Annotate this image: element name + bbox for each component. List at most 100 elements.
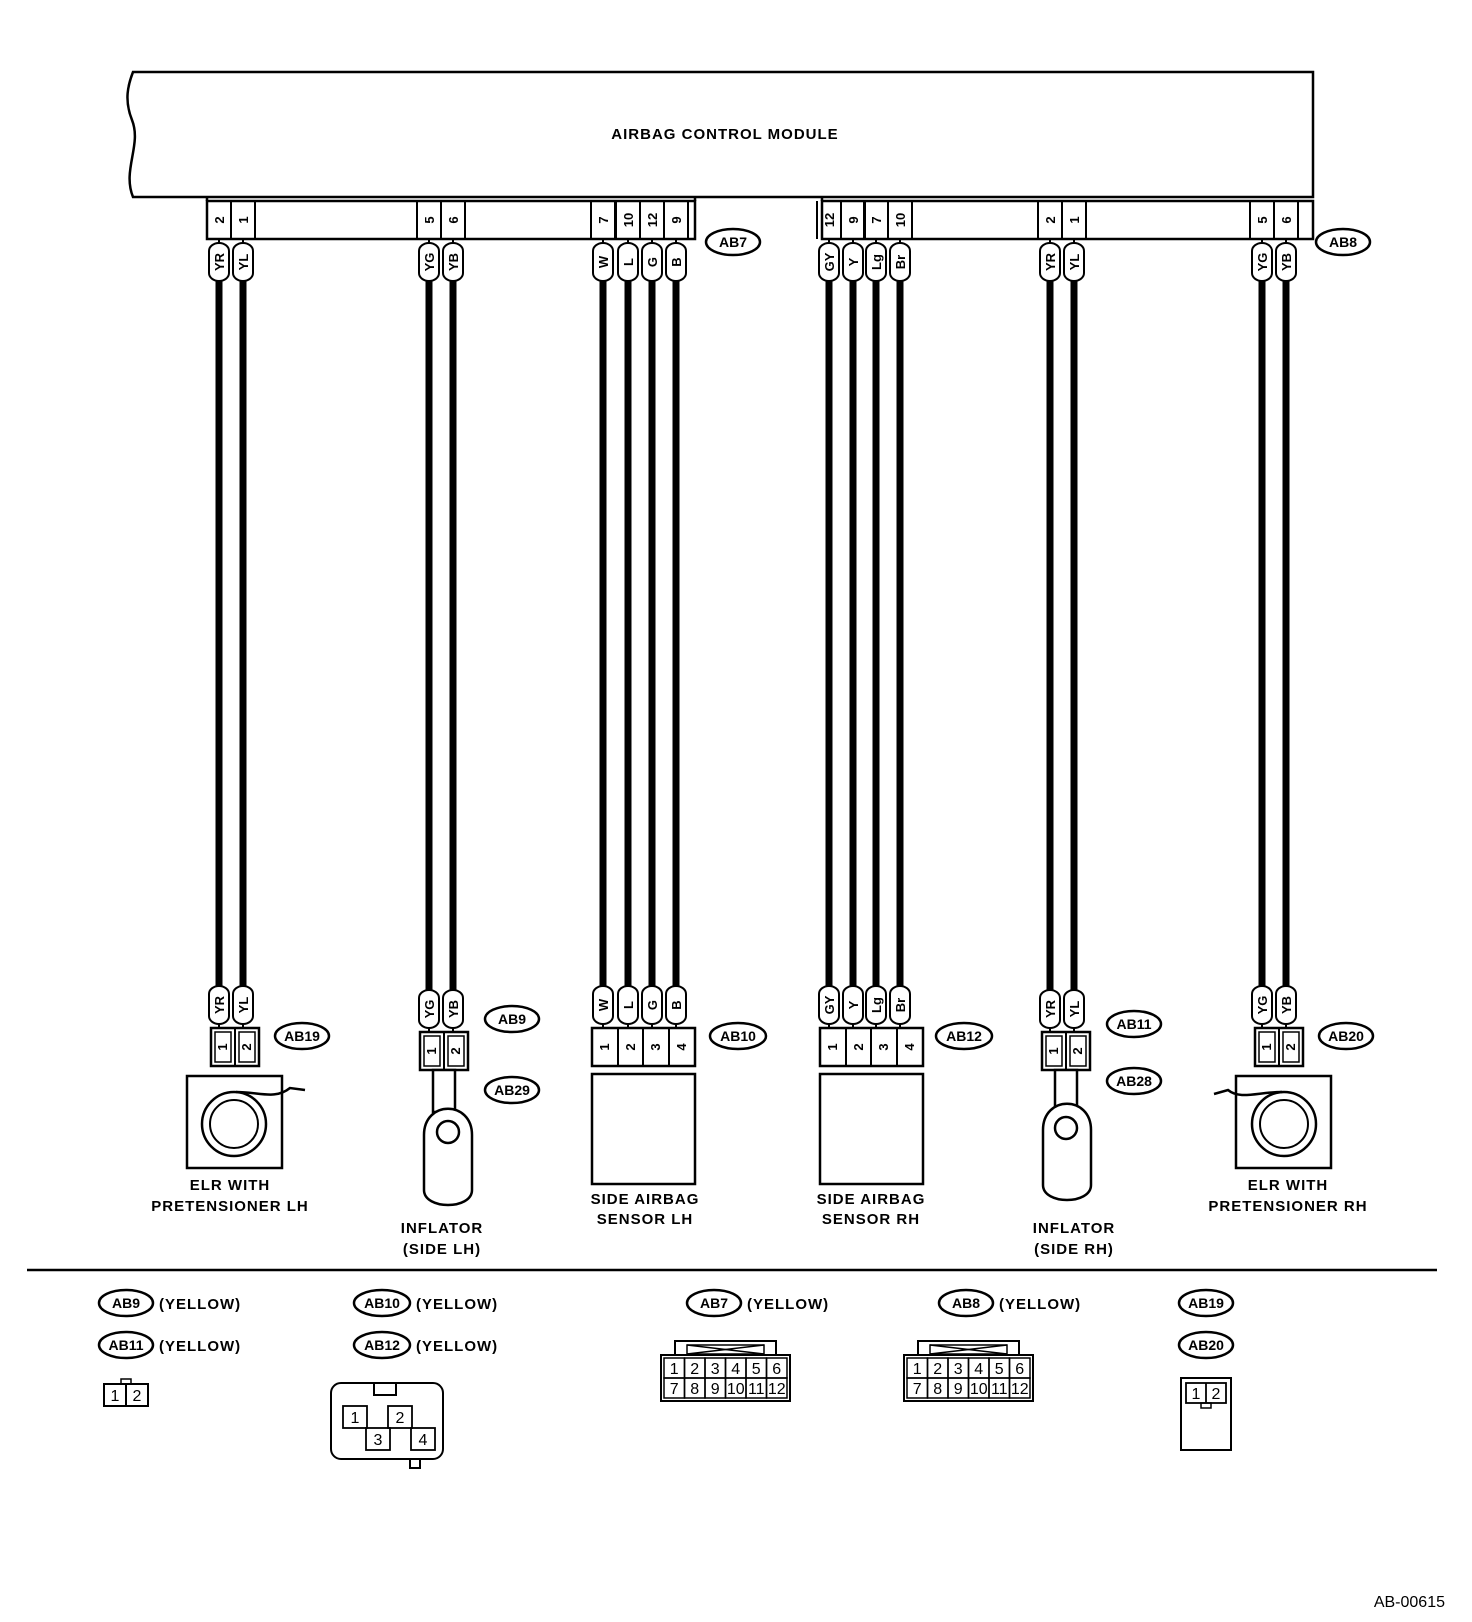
wire-4-yl-code-top: YL [1067,254,1082,271]
module-pin-ab8-10: 10 [893,213,908,227]
legend-ab8-id: AB8 [952,1295,980,1311]
legend-ab9-color: (YELLOW) [159,1296,241,1313]
connector-strip-ab8 [820,197,1315,241]
legend-face-ab7-pin-3: 3 [711,1361,720,1378]
connector-ab20-pin-2: 2 [1283,1043,1298,1050]
legend-face-ab7-pin-11: 11 [748,1381,765,1398]
legend-face-ab19-pin-1: 1 [1192,1386,1201,1403]
wire-1-yb-code-bottom: YB [446,1000,461,1018]
legend-ab9-id: AB9 [112,1295,140,1311]
module-pin-ab7-6: 6 [446,216,461,223]
connector-ab10-pin-2: 2 [623,1043,638,1050]
legend-face-ab8-pin-12: 12 [1011,1381,1029,1398]
airbag-control-module: AIRBAG CONTROL MODULE [126,70,1315,199]
legend-face-ab7-pin-4: 4 [731,1361,740,1378]
connector-ab19-id: AB19 [284,1028,320,1044]
legend-ab19-tag: AB19 [1177,1288,1235,1318]
legend-ab19-id: AB19 [1188,1295,1224,1311]
wire-2-g-code-bottom: G [645,1000,660,1010]
connector-ab11-pin-2: 2 [1070,1047,1085,1054]
wire-3-gy-capsule-top [818,242,840,282]
wire-2-w-code-bottom: W [596,998,611,1011]
connector-ab12-pin-2: 2 [851,1043,866,1050]
connector-ab11-tag: AB11 [1105,1009,1163,1039]
wire-1-yg-capsule-top [418,242,440,282]
module-pin-ab7-1: 1 [236,216,251,223]
legend-ab7-id: AB7 [700,1295,728,1311]
connector-ab12-tag: AB12 [934,1021,994,1051]
connector-ab28-tag: AB28 [1105,1066,1163,1096]
connector-ab19-pin-2: 2 [239,1043,254,1050]
legend-ab10-color: (YELLOW) [416,1296,498,1313]
module-pin-ab7-7: 7 [596,216,611,223]
module-connector-ab8-tag: AB8 [1314,227,1372,257]
connector-ab10-id: AB10 [720,1028,756,1044]
module-pin-ab8-5: 5 [1255,216,1270,223]
device-label-inflator-lh-line-2: (SIDE LH) [403,1241,481,1258]
wire-4-yl-code-bottom: YL [1067,1001,1082,1018]
connector-ab12: 1 2 3 4 [818,1026,925,1068]
legend-face-ab8-pin-5: 5 [995,1361,1004,1378]
legend-face-ab8-pin-8: 8 [933,1381,942,1398]
legend-face-ab10-pin-2: 2 [396,1410,405,1427]
module-pin-ab8-9: 9 [846,216,861,223]
legend-ab20-id: AB20 [1188,1337,1224,1353]
module-connector-ab7-tag: AB7 [704,227,762,257]
wire-2-l-code-bottom: L [621,1001,636,1009]
connector-ab10-tag: AB10 [708,1021,768,1051]
wire-2-l-capsule-bottom [617,985,639,1025]
connector-ab9-id: AB9 [498,1011,526,1027]
wire-0-yr-code-bottom: YR [212,995,227,1014]
wire-3-lg-code-bottom: Lg [869,997,884,1013]
legend-ab7-color: (YELLOW) [747,1296,829,1313]
legend-face-ab7-pin-12: 12 [768,1381,786,1398]
wire-2-w-capsule-bottom [592,985,614,1025]
connector-ab9: 1 2 [418,1030,470,1072]
wire-4-yr-code-bottom: YR [1043,999,1058,1018]
device-label-elr-rh-line-1: ELR WITH [1248,1177,1329,1194]
wire-0-yr-capsule-bottom [208,985,230,1025]
wire-3-y-capsule-top [842,242,864,282]
legend-face-ab8-pin-9: 9 [954,1381,963,1398]
connector-ab20: 1 2 [1253,1026,1305,1068]
legend-face-ab7-pin-5: 5 [752,1361,761,1378]
wire-5-yb-code-top: YB [1279,253,1294,271]
device-label-sensor-rh-line-1: SIDE AIRBAG [817,1191,926,1208]
wire-4-yr-code-top: YR [1043,252,1058,271]
device-label-inflator-rh-line-1: INFLATOR [1033,1220,1115,1237]
wire-3-br-code-bottom: Br [893,998,908,1012]
connector-ab19-tag: AB19 [273,1021,331,1051]
connector-ab10-pin-3: 3 [648,1043,663,1050]
legend-face-ab8-pin-7: 7 [913,1381,922,1398]
wire-3-br-capsule-top [889,242,911,282]
legend-ab12-tag: AB12 [352,1330,412,1360]
elr-pretensioner-rh [1213,1074,1333,1170]
legend-ab10-tag: AB10 [352,1288,412,1318]
legend-face-ab7-pin-2: 2 [690,1361,699,1378]
module-label: AIRBAG CONTROL MODULE [611,126,838,143]
connector-ab9-pin-1: 1 [424,1047,439,1054]
device-label-inflator-rh-line-2: (SIDE RH) [1034,1241,1114,1258]
connector-ab12-pin-4: 4 [902,1043,917,1051]
legend-face-ab7-pin-8: 8 [690,1381,699,1398]
wire-0-yr-code-top: YR [212,252,227,271]
legend-face-ab7-pin-1: 1 [670,1361,679,1378]
legend-face-ab8-pin-4: 4 [974,1361,983,1378]
connector-ab29-tag: AB29 [483,1075,541,1105]
legend-face-ab9-pin-2: 2 [133,1388,142,1405]
wire-3-y-code-top: Y [846,257,861,266]
module-pin-ab7-5: 5 [422,216,437,223]
wire-2-l-code-top: L [621,258,636,266]
legend-face-ab10-ab12: 1 2 3 4 [330,1382,444,1469]
legend-face-ab19-pin-2: 2 [1212,1386,1221,1403]
inflator-side-rh [1041,1068,1093,1202]
wire-2-g-capsule-bottom [641,985,663,1025]
legend-face-ab7-pin-10: 10 [727,1381,745,1398]
legend-face-ab8-pin-1: 1 [913,1361,922,1378]
wire-5-yb-code-bottom: YB [1279,996,1294,1014]
device-label-elr-lh-line-2: PRETENSIONER LH [151,1198,309,1215]
wire-3-lg-code-top: Lg [869,254,884,270]
wire-1-yg-code-top: YG [422,253,437,272]
wire-3-br-capsule-bottom [889,985,911,1025]
figure-reference: AB-00615 [1374,1594,1445,1611]
